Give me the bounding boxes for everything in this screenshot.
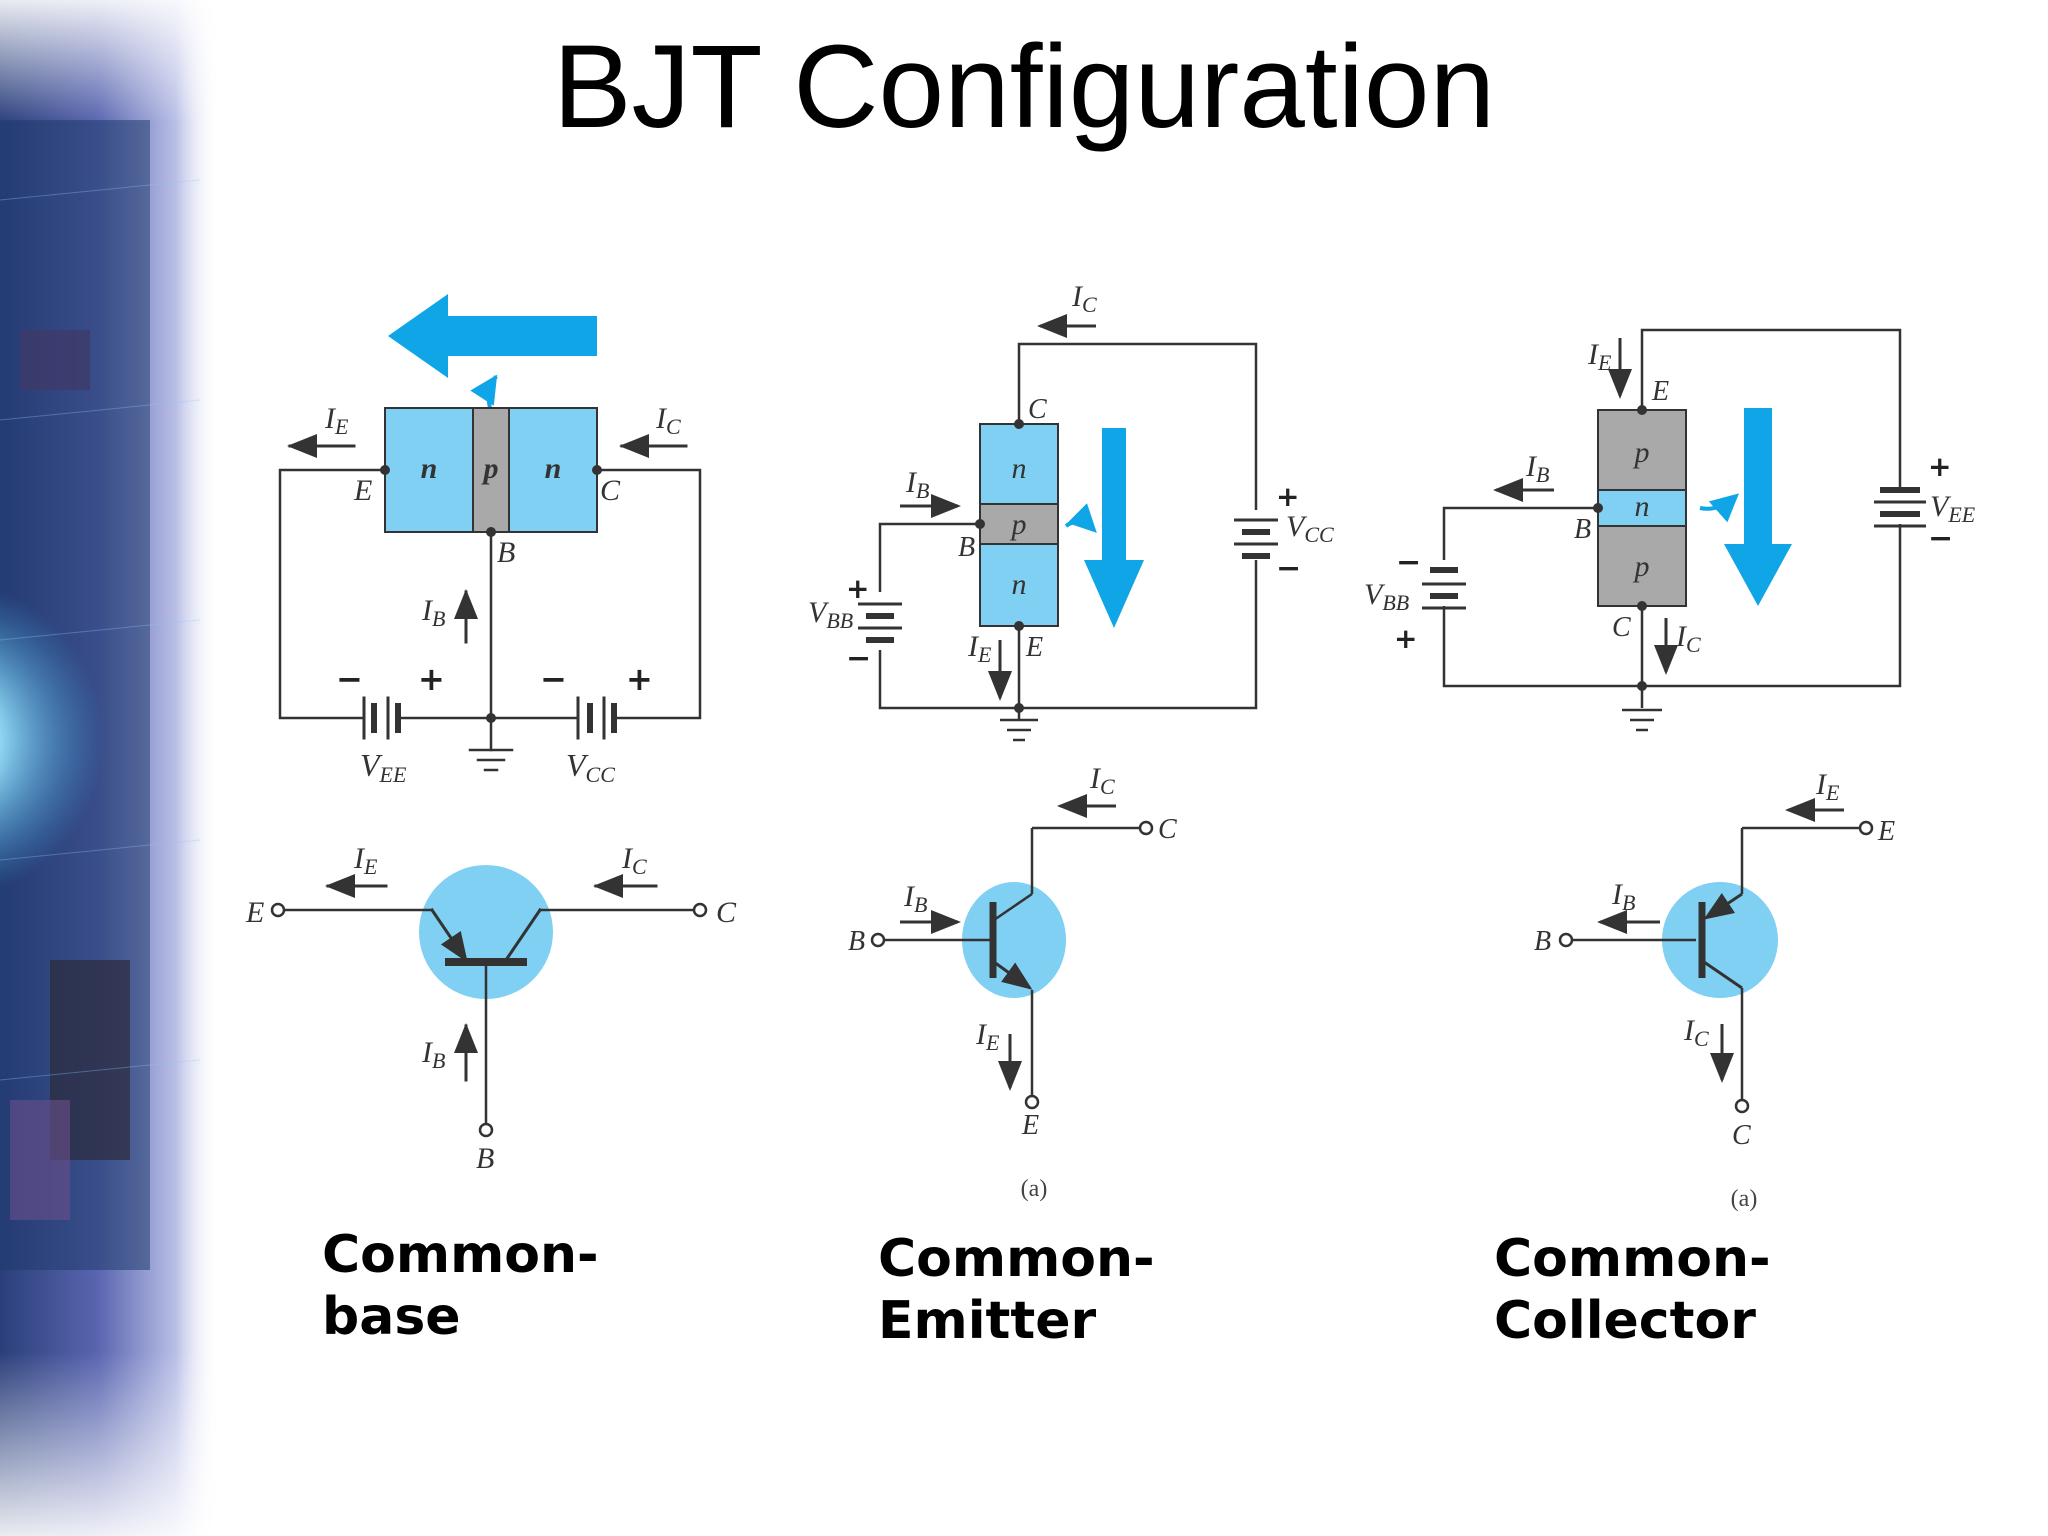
terminal-label-e: E [245, 896, 264, 929]
terminal-label-e: E [353, 474, 372, 507]
current-label-ic: IC [621, 842, 647, 879]
battery-neg-sign: − [1396, 545, 1421, 580]
layer-label: p [1010, 508, 1027, 541]
caption-line: Common- [878, 1229, 1155, 1289]
caption-line: Common- [1494, 1229, 1771, 1289]
caption-line: Collector [1494, 1291, 1756, 1351]
emitter-region [1597, 409, 1687, 491]
current-label-ic: IC [1071, 280, 1097, 317]
transistor-symbol [962, 882, 1066, 998]
terminal-label-b: B [1534, 926, 1551, 957]
source-label: VCC [1286, 510, 1334, 547]
emitter-region [979, 543, 1059, 627]
layer-label: p [1633, 436, 1650, 469]
current-label-ie: IE [967, 630, 992, 667]
layer-label: p [1633, 550, 1650, 583]
common-base-diagram: n p n E C B − [245, 294, 737, 1175]
battery-neg-sign: − [336, 660, 363, 698]
current-label-ic: IC [1089, 762, 1115, 799]
terminal-label-e: E [1877, 816, 1895, 847]
flow-arrow-icon [388, 294, 597, 378]
figure-label: (a) [1731, 1186, 1758, 1212]
current-label-ie: IE [1587, 338, 1612, 375]
current-label-ib: IB [421, 594, 445, 631]
terminal-label-c: C [1612, 612, 1631, 643]
battery-neg-sign: − [846, 641, 871, 676]
source-label: VBB [808, 596, 853, 633]
collector-region [1597, 525, 1687, 607]
common-collector-diagram: p n p E B [1364, 328, 1976, 1212]
terminal-label-c: C [1732, 1120, 1751, 1151]
current-label-ic: IC [655, 402, 681, 439]
caption-line: base [322, 1287, 461, 1347]
common-emitter-diagram: n p n [808, 280, 1334, 1202]
terminal-label-c: C [716, 896, 737, 929]
caption-common-base: Common- base [322, 1224, 599, 1348]
layer-label: n [421, 452, 438, 485]
layer-label: n [1012, 568, 1027, 601]
source-label: VCC [566, 747, 615, 787]
current-label-ie: IE [324, 402, 349, 439]
slide-title: BJT Configuration [552, 21, 1496, 153]
current-label-ic: IC [1683, 1014, 1709, 1051]
battery-pos-sign: + [1276, 480, 1299, 513]
current-label-ie: IE [1815, 768, 1840, 805]
battery-pos-sign: + [1394, 622, 1417, 655]
terminal-label-e: E [1021, 1110, 1039, 1141]
current-label-ib: IB [421, 1036, 445, 1073]
caption-line: Emitter [878, 1291, 1097, 1351]
caption-common-collector: Common- Collector [1494, 1228, 1771, 1352]
layer-label: p [481, 452, 499, 485]
battery-pos-sign: + [418, 660, 445, 698]
base-region [979, 503, 1059, 545]
current-label-ib: IB [1611, 878, 1635, 915]
battery-pos-sign: + [626, 660, 653, 698]
caption-line: Common- [322, 1225, 599, 1285]
base-region [472, 407, 510, 533]
battery-pos-sign: + [846, 572, 869, 605]
layer-label: n [1635, 490, 1650, 523]
battery-neg-sign: − [1276, 551, 1301, 586]
flow-arrow-icon [1724, 408, 1792, 606]
terminal-label-c: C [600, 474, 621, 507]
layer-label: n [1012, 452, 1027, 485]
terminal-label-e: E [1025, 632, 1043, 663]
current-label-ib: IB [903, 880, 927, 917]
current-label-ic: IC [1675, 620, 1701, 657]
source-label: VEE [1930, 490, 1976, 527]
terminal-label-b: B [1574, 514, 1591, 545]
figure-label: (a) [1021, 1176, 1048, 1202]
decorative-side-banner [0, 0, 220, 1536]
caption-common-emitter: Common- Emitter [878, 1228, 1155, 1352]
terminal-label-e: E [1651, 376, 1669, 407]
transistor-symbol [1662, 882, 1778, 998]
terminal-label-b: B [958, 532, 975, 563]
flow-arrow-icon [1084, 428, 1144, 628]
current-label-ie: IE [975, 1018, 1000, 1055]
layer-label: n [545, 452, 562, 485]
emitter-region [384, 407, 474, 533]
current-label-ib: IB [905, 466, 929, 503]
terminal-label-b: B [476, 1142, 494, 1175]
battery-pos-sign: + [1928, 450, 1951, 483]
source-label: VBB [1364, 578, 1409, 615]
battery-neg-sign: − [540, 660, 567, 698]
current-label-ib: IB [1525, 450, 1549, 487]
collector-region [508, 407, 598, 533]
current-label-ie: IE [353, 842, 378, 879]
source-label: VEE [360, 747, 407, 787]
terminal-label-c: C [1028, 394, 1047, 425]
battery-neg-sign: − [1928, 521, 1953, 556]
terminal-label-b: B [497, 536, 515, 569]
terminal-label-c: C [1158, 814, 1177, 845]
terminal-label-b: B [848, 926, 865, 957]
